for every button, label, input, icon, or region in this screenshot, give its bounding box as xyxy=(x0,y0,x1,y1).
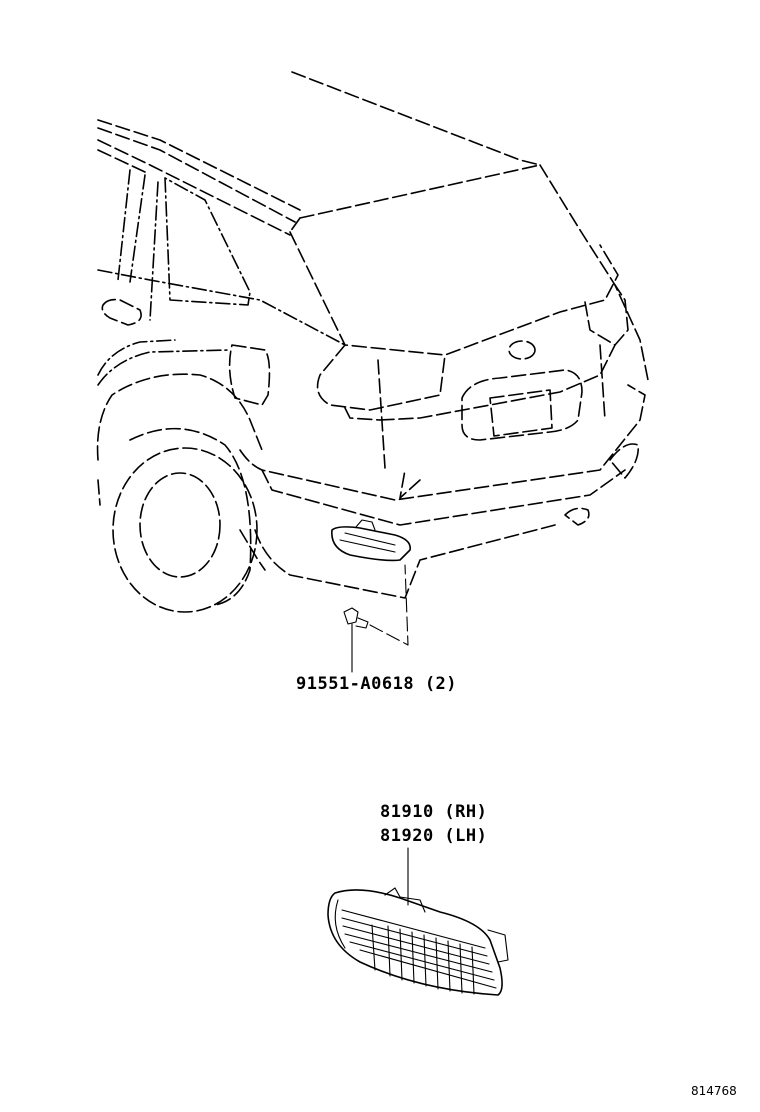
emblem xyxy=(508,340,536,360)
b-pillar-1 xyxy=(117,169,131,281)
bulb-socket xyxy=(355,617,369,629)
license-plate xyxy=(489,389,553,437)
rocker-line xyxy=(97,479,101,506)
bulb-assembly xyxy=(343,564,409,673)
lens-grid-vertical xyxy=(387,925,475,995)
fuel-lid xyxy=(228,344,271,406)
fender-arch-outer xyxy=(96,373,263,461)
b-pillar-2 xyxy=(129,174,146,283)
quarter-line-1 xyxy=(97,339,176,376)
bumper-notch xyxy=(399,469,421,499)
roof-rear-edge xyxy=(299,164,541,219)
callout-bulb: 91551-A0618 (2) xyxy=(296,674,458,694)
plate-recess xyxy=(461,369,583,441)
tail-lamp-left xyxy=(316,344,446,411)
tail-lamp-right xyxy=(584,284,629,346)
callout-lamp-lh: 81920 (LH) xyxy=(380,826,488,846)
lamp-lens-rim xyxy=(334,899,346,949)
bulb-icon xyxy=(343,607,359,625)
hatch-lower xyxy=(379,344,616,421)
bumper-mid xyxy=(261,469,626,526)
reflector-socket xyxy=(355,519,376,531)
tire-edge xyxy=(129,427,252,606)
bumper-reflector xyxy=(331,526,412,562)
callout-lamp-rh: 81910 (RH) xyxy=(380,802,488,822)
roof-rail-2 xyxy=(97,127,296,223)
beltline xyxy=(97,269,346,346)
right-reflector xyxy=(609,443,640,479)
roof-rail-3 xyxy=(97,139,291,236)
rear-window xyxy=(289,231,619,356)
rear-wheel-rim xyxy=(139,472,221,578)
bumper-corner xyxy=(239,529,266,571)
door-handle xyxy=(101,298,142,326)
b-pillar-3 xyxy=(149,181,159,321)
exhaust-tip xyxy=(564,507,590,526)
bumper-bottom xyxy=(254,524,556,599)
roof-line xyxy=(291,71,541,166)
lamp-divider xyxy=(371,924,376,971)
lamp-top-mount xyxy=(384,887,426,913)
diagram-code: 814768 xyxy=(691,1084,737,1098)
lens-grid-horizontal xyxy=(341,909,497,989)
reflector-line-1 xyxy=(344,532,396,546)
bumper-top xyxy=(239,384,646,501)
hatch-seam-left xyxy=(377,359,386,469)
roof-rail-1 xyxy=(97,119,301,211)
roof-rail-4 xyxy=(97,149,146,173)
lamp-lens-outer xyxy=(327,889,503,996)
side-window xyxy=(164,177,251,306)
reflector-line-2 xyxy=(339,539,396,553)
rear-pillar xyxy=(539,164,649,381)
lamp-side-tab xyxy=(487,929,509,963)
bulb-to-lamp-line xyxy=(369,564,409,646)
vehicle-outline xyxy=(96,71,649,613)
lamp-assembly xyxy=(327,847,509,996)
quarter-line-2 xyxy=(97,349,231,386)
rear-wheel-tire xyxy=(112,447,258,613)
hatch-seam-right xyxy=(599,344,606,421)
tail-lamp-left-lower xyxy=(344,407,381,421)
rear-window-corner xyxy=(289,217,301,233)
